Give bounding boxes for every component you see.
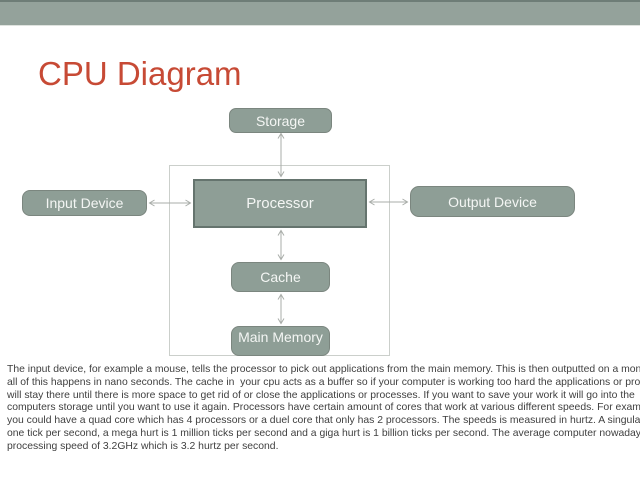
processor-label: Processor [246,195,314,212]
body-line: computers storage until you want to use … [7,402,640,414]
main-memory-box: Main Memory [231,326,330,356]
slide-title: CPU Diagram [38,55,242,92]
input-device-box: Input Device [22,190,147,216]
cache-box: Cache [231,262,330,292]
body-line: will stay there until there is more spac… [7,389,635,401]
output-device-label: Output Device [448,193,537,210]
output-device-box: Output Device [410,186,575,217]
body-line: The input device, for example a mouse, t… [7,364,640,375]
body-line: one tick per second, a mega hurt is 1 mi… [7,427,640,439]
main-memory-label: Main Memory [238,329,323,345]
storage-box: Storage [229,108,332,133]
body-text: The input device, for example a mouse, t… [7,364,640,454]
body-line: you could have a quad core which has 4 p… [7,415,640,427]
header-band [0,0,640,26]
input-device-label: Input Device [45,195,124,211]
storage-label: Storage [255,112,306,129]
body-line: processing speed of 3.2GHz which is 3.2 … [7,440,279,452]
body-line: all of this happens in nano seconds. The… [7,376,640,388]
cache-label: Cache [260,269,301,285]
processor-box: Processor [193,179,367,228]
